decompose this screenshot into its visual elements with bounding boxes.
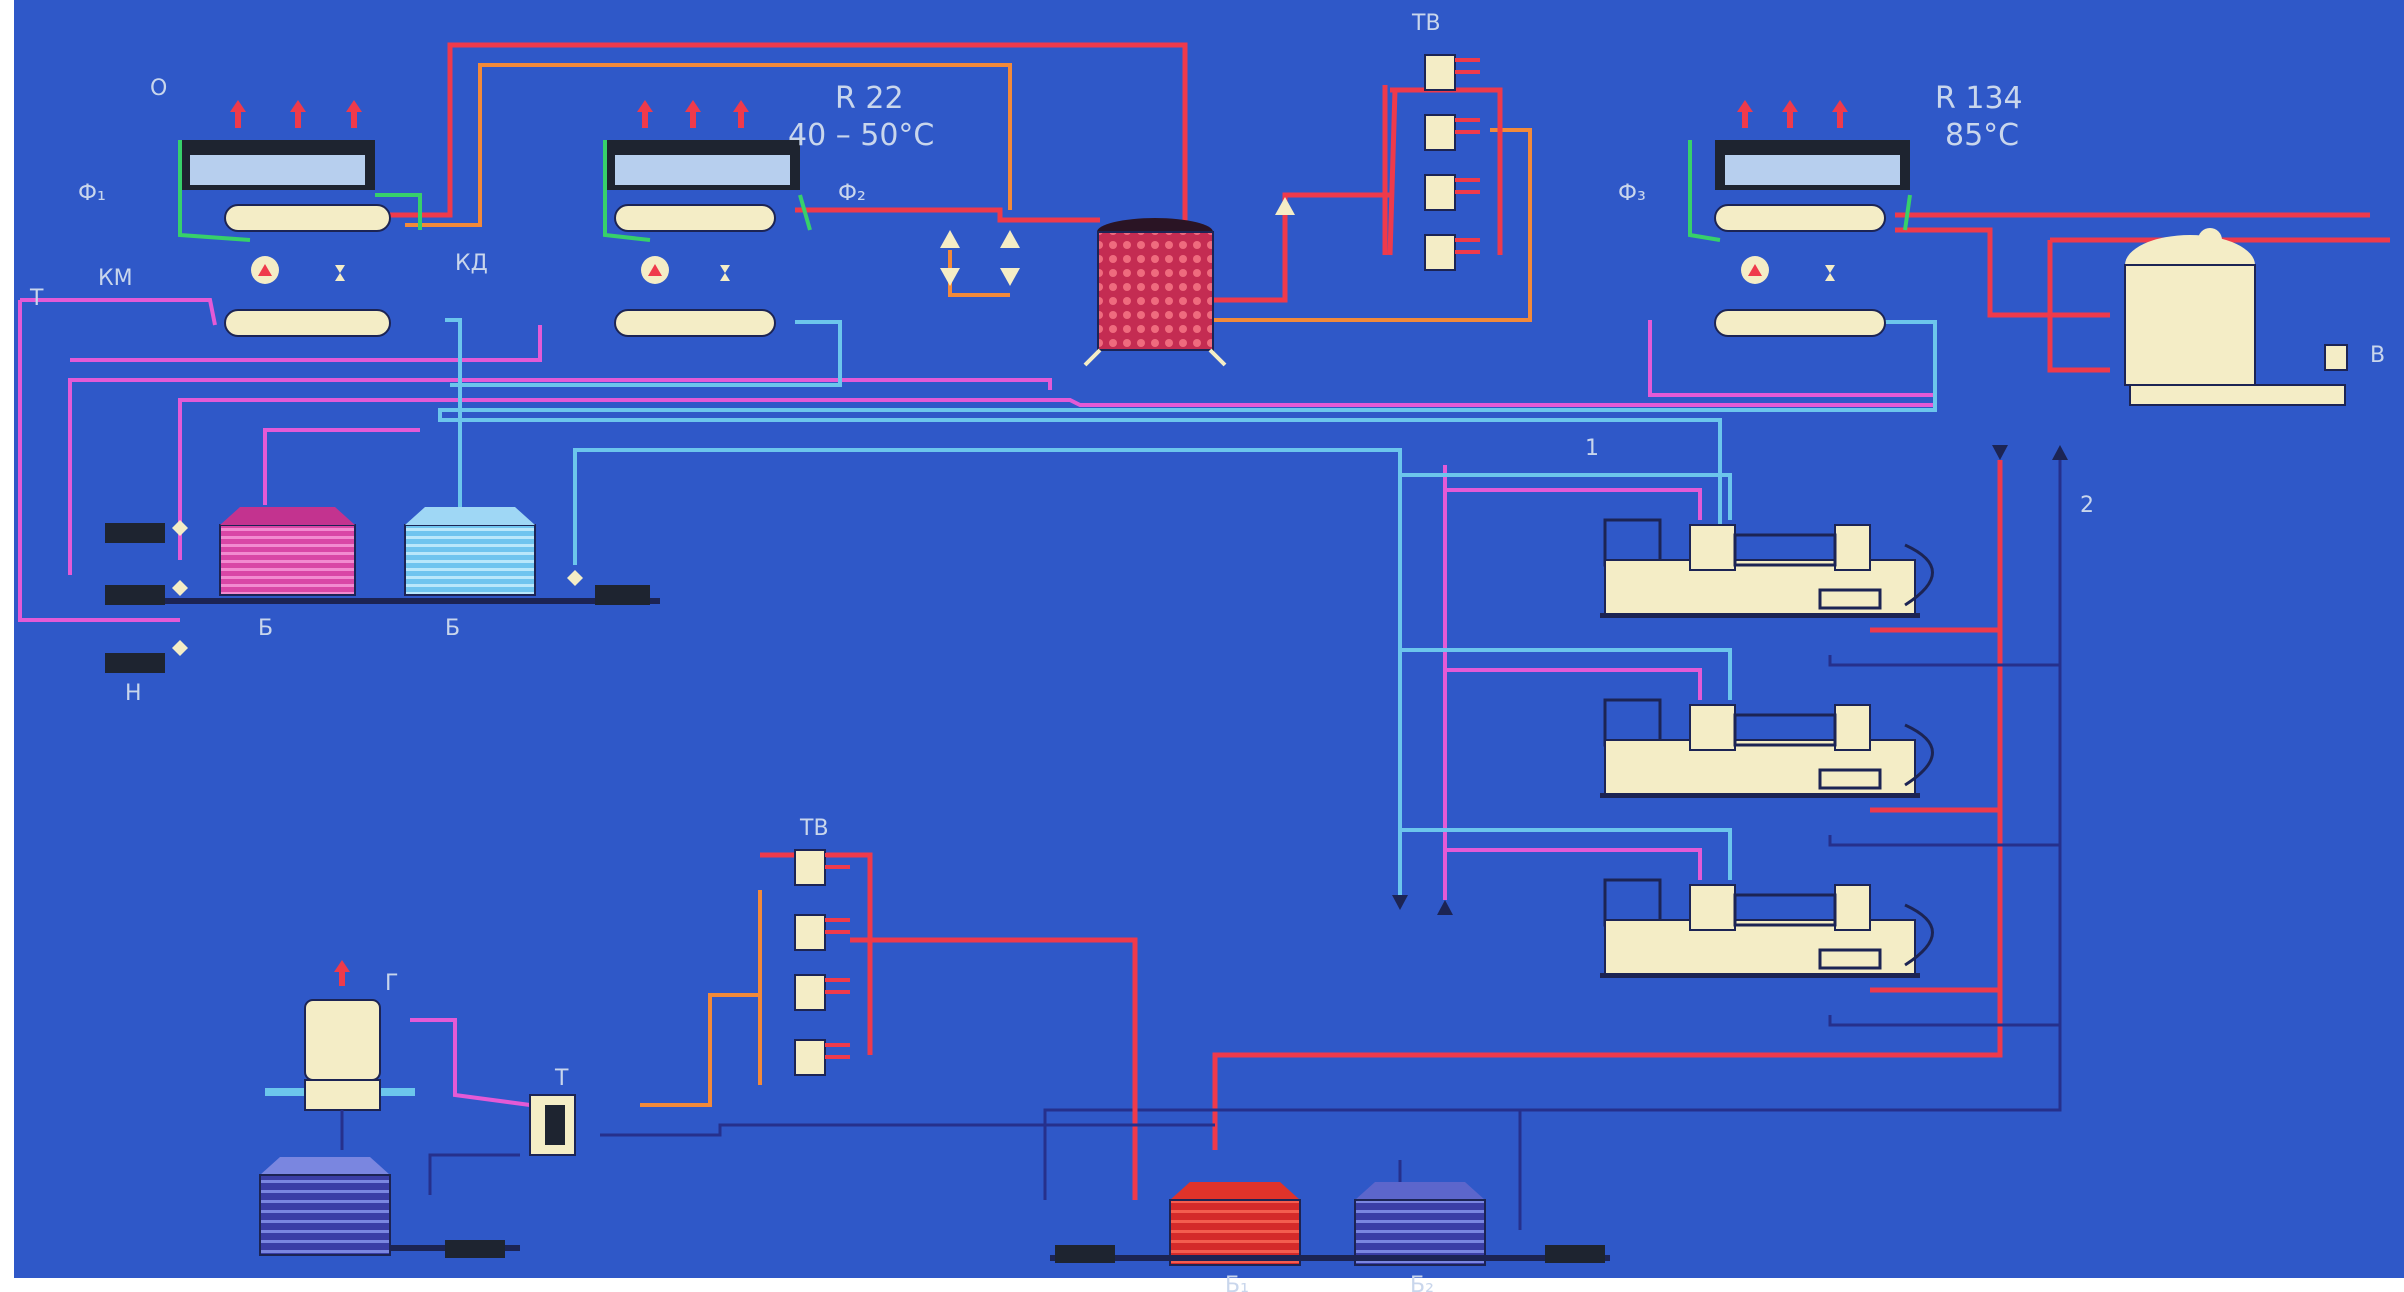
storage-tank [1083, 218, 1227, 367]
label-km: КМ [98, 266, 133, 291]
label-b2: Б₂ [1410, 1273, 1434, 1292]
machine-1 [1600, 518, 1934, 618]
label-t-left: Т [29, 286, 44, 311]
label-f1: Ф₁ [78, 181, 106, 206]
white-frame-left [0, 0, 14, 1292]
flow-arrows-right [1392, 445, 2068, 915]
tanks-bottom [1050, 1182, 1610, 1266]
label-temp-1: 40 – 50°С [788, 118, 934, 153]
label-line-2: 2 [2080, 493, 2094, 518]
label-f3: Ф₃ [1618, 181, 1646, 206]
label-b-right: В [2370, 343, 2385, 368]
label-tv-top: ТВ [1411, 11, 1441, 36]
label-o: О [150, 76, 167, 101]
label-n: Н [125, 681, 142, 706]
compressor-boiler [2124, 228, 2348, 406]
label-f2: Ф₂ [838, 181, 866, 206]
label-refrigerant-1: R 22 [835, 81, 904, 116]
label-tv-bottom: ТВ [799, 816, 829, 841]
label-t-bottom: Т [554, 1066, 569, 1091]
generator-unit [259, 960, 576, 1258]
label-kd: КД [455, 251, 488, 276]
label-b1: Б₁ [1225, 1273, 1249, 1292]
label-b-tank-1: Б [258, 616, 273, 641]
label-b-tank-2: Б [445, 616, 460, 641]
white-frame-bottom [0, 1278, 2404, 1292]
label-line-1: 1 [1585, 436, 1599, 461]
machine-2 [1600, 698, 1934, 798]
cooling-fan-unit-3 [1688, 100, 1912, 337]
tanks-left [105, 507, 660, 673]
cooling-fan-unit-1 [178, 100, 422, 337]
label-refrigerant-2: R 134 [1935, 81, 2023, 116]
check-valves-top [940, 197, 1295, 286]
tv-unit-bottom [758, 849, 873, 1085]
machine-3 [1600, 878, 1934, 978]
label-temp-2: 85°С [1945, 118, 2019, 153]
consumer-machines [1600, 518, 1934, 978]
tv-unit-top [1387, 54, 1503, 271]
label-g: Г [385, 971, 398, 996]
cooling-fan-unit-2 [603, 100, 812, 337]
